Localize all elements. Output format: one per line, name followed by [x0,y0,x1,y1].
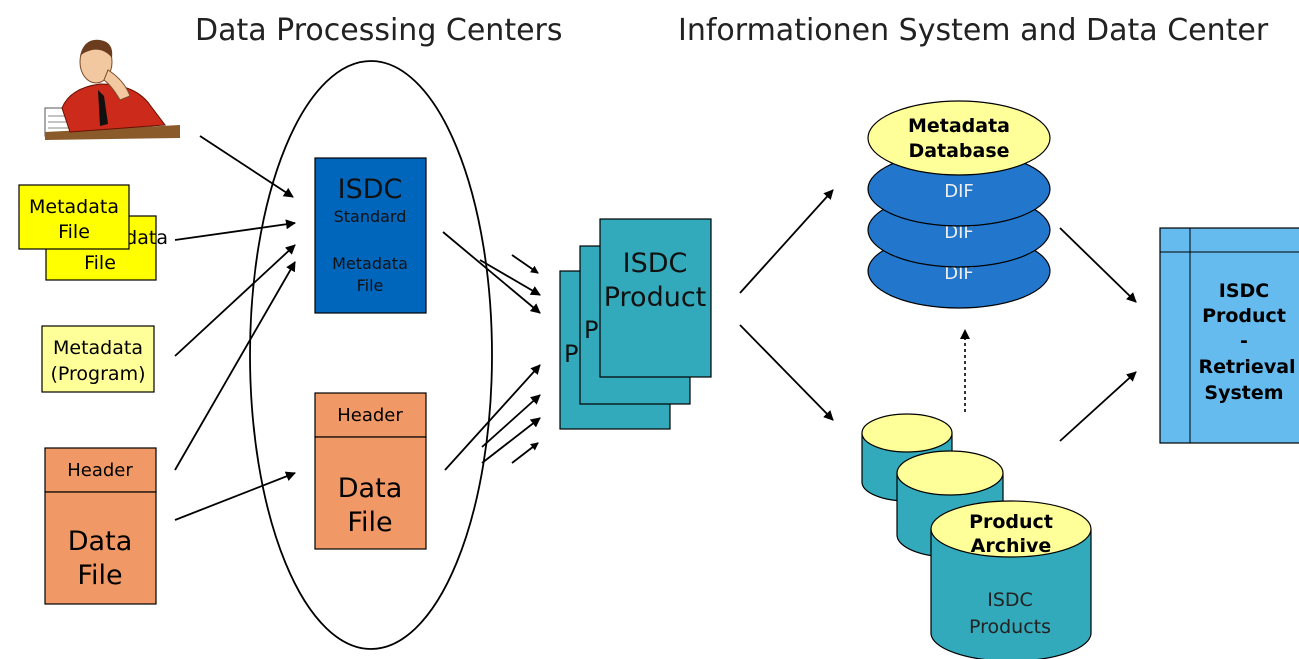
arrow-data-file-to-processing [174,471,296,521]
isdc-standard-title: ISDC [338,174,403,205]
isdc-product-stack: P P ISDC Product [559,218,712,430]
product-title-line1: ISDC [623,248,688,279]
input-data-body [44,491,157,605]
processed-data-header [314,392,427,438]
retrieval-line1: ISDC [1219,280,1269,302]
retrieval-line3: - [1240,330,1248,352]
retrieval-line5: System [1204,382,1283,404]
input-data-header-label: Header [67,460,133,481]
db-top [867,100,1051,176]
product-title-line2: Product [604,282,707,313]
processed-data-body [314,436,427,550]
input-data-line1: Data [68,526,132,557]
processed-data-header-label: Header [337,405,403,426]
isdc-metadata-line2: File [357,276,384,295]
arrow-standard-to-product [442,231,541,314]
title-information-system: Informationen System and Data Center [678,13,1269,48]
arrow-standard-to-product-3 [511,254,539,274]
arrow-data-to-product-4 [511,442,539,464]
archive-body-line2: Products [969,616,1051,638]
metadata-file-front-line2: File [58,221,90,243]
product-back-p1: P [564,340,578,368]
arrow-archive-to-retrieval [1059,371,1137,442]
processed-data-line2: File [347,507,392,538]
processed-data-line1: Data [338,473,402,504]
metadata-database: DIF DIF DIF Metadata Database [867,100,1051,309]
archive-title-line1: Product [969,511,1053,533]
arrow-product-to-archive [739,324,834,421]
input-arrows [174,135,296,521]
metadata-program-box: Metadata (Program) [41,325,155,393]
metadata-file-front-line1: Metadata [29,196,119,218]
metadata-program-line1: Metadata [53,337,143,359]
distribution-arrows [739,189,834,421]
arrow-metadata-program-to-processing [174,244,296,357]
metadata-program-line2: (Program) [51,363,146,385]
arrow-data-to-product [444,364,541,471]
retrieval-line2: Product [1202,305,1286,327]
db-layer-3-label: DIF [944,263,974,284]
archive-title-line2: Archive [971,535,1052,557]
isdc-standard-subtitle: Standard [334,207,407,226]
metadata-file-back-line2: File [84,252,116,274]
person-at-desk-icon [44,39,180,140]
arrow-data-to-product-3 [481,417,541,464]
retrieval-line4: Retrieval [1198,356,1295,378]
db-layer-2-label: DIF [944,222,974,243]
db-title-line1: Metadata [908,115,1010,137]
input-data-line2: File [77,560,122,591]
arrow-product-to-metadata-db [739,189,834,294]
title-data-processing-centers: Data Processing Centers [195,13,563,48]
product-back-p2: P [584,316,598,344]
input-data-file: Header Data File [44,447,157,605]
processed-data-file: Header Data File [314,392,427,550]
arrow-db-to-retrieval [1059,227,1137,303]
retrieval-arrows [1059,227,1137,442]
arrow-standard-to-product-2 [479,259,541,296]
arrow-metadata-file-to-processing [174,219,296,241]
arrow-person-to-processing [199,135,294,198]
product-sheet-front [599,218,712,378]
metadata-file-stack: Metadata File Metadata File [18,184,168,281]
db-layer-1-label: DIF [944,181,974,202]
arrow-data-header-to-processing [174,261,296,471]
arrow-data-to-product-2 [481,394,541,448]
retrieval-system: ISDC Product - Retrieval System [1159,227,1299,444]
product-archive: Product Archive ISDC Products [861,413,1092,659]
input-data-header [44,447,157,493]
isdc-metadata-line1: Metadata [332,254,408,273]
db-title-line2: Database [908,140,1009,162]
metadata-file-front [18,184,130,250]
processing-ellipse [249,60,493,650]
isdc-standard-metadata-file: ISDC Standard Metadata File [314,157,427,314]
processing-arrows [442,231,541,471]
archive-body-line1: ISDC [987,589,1033,611]
archive-cylinder-main [930,500,1092,659]
